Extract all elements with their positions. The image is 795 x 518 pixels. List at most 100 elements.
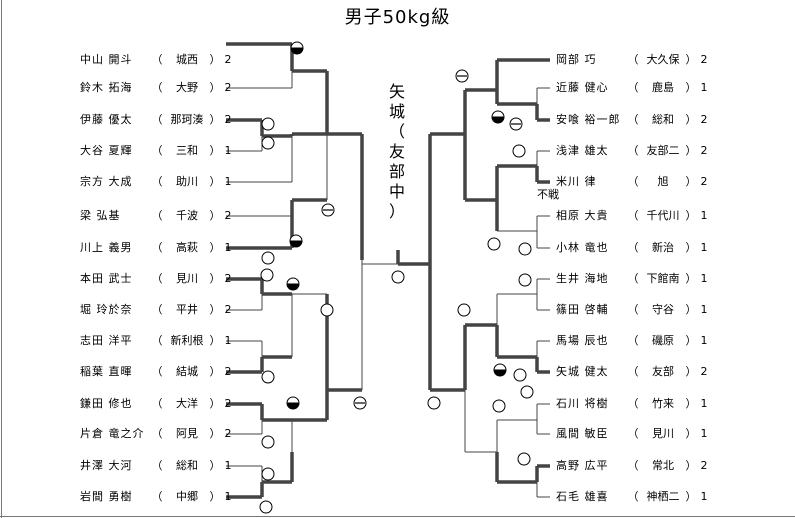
club-name: 下館南	[646, 272, 680, 285]
paren-open: （	[627, 209, 639, 222]
paren-open: （	[151, 427, 163, 440]
paren-open: （	[627, 397, 639, 410]
paren-open: （	[151, 241, 163, 254]
club-name: 見川	[652, 427, 674, 440]
score: 2	[700, 144, 708, 157]
club-name: 助川	[176, 175, 198, 188]
paren-open: （	[627, 241, 639, 254]
paren-open: （	[627, 175, 639, 188]
paren-open: （	[151, 459, 163, 472]
paren-close: ）	[685, 272, 697, 285]
paren-open: （	[151, 113, 163, 126]
paren-open: （	[151, 490, 163, 503]
white-circle-icon	[261, 251, 275, 265]
club-name: 新利根	[170, 334, 204, 347]
page-border-left	[1, 0, 2, 518]
paren-close: ）	[209, 303, 221, 316]
white-circle-icon	[261, 467, 275, 481]
club-name: 阿見	[176, 427, 198, 440]
score: 2	[224, 365, 232, 378]
score: 2	[224, 53, 232, 66]
paren-close: ）	[685, 241, 697, 254]
paren-close: ）	[685, 427, 697, 440]
score: 1	[224, 241, 232, 254]
paren-close: ）	[685, 365, 697, 378]
paren-close: ）	[209, 113, 221, 126]
white-circle-icon	[260, 268, 274, 282]
athlete-name: 本田 武士	[80, 272, 133, 285]
half-black-circle-icon	[493, 363, 507, 377]
score: 1	[700, 490, 708, 503]
score: 1	[700, 303, 708, 316]
half-black-circle-icon	[286, 277, 300, 291]
score: 2	[700, 175, 708, 188]
club-name: 鹿島	[652, 81, 674, 94]
paren-open: （	[627, 81, 639, 94]
half-black-circle-icon	[290, 41, 304, 55]
athlete-name: 梁 弘基	[80, 209, 121, 222]
club-name: 見川	[176, 272, 198, 285]
circle-minus-icon	[321, 203, 335, 217]
champion-label: 矢 城 （ 友 部 中 ）	[386, 82, 408, 222]
club-name: 友部	[652, 365, 674, 378]
white-circle-icon	[427, 396, 441, 410]
score: 2	[224, 397, 232, 410]
paren-open: （	[151, 303, 163, 316]
champion-char: （	[388, 122, 405, 141]
club-name: 高萩	[176, 241, 198, 254]
champion-char: 城	[388, 102, 405, 121]
paren-open: （	[151, 334, 163, 347]
score: 2	[224, 303, 232, 316]
score: 2	[700, 365, 708, 378]
paren-close: ）	[209, 81, 221, 94]
athlete-name: 片倉 竜之介	[80, 427, 145, 440]
white-circle-icon	[320, 303, 334, 317]
club-name: 新治	[652, 241, 674, 254]
athlete-name: 馬場 辰也	[556, 334, 609, 347]
athlete-name: 相原 大貴	[556, 209, 609, 222]
score: 2	[224, 427, 232, 440]
athlete-name: 石川 将樹	[556, 397, 609, 410]
athlete-name: 大谷 夏輝	[80, 144, 133, 157]
paren-open: （	[151, 365, 163, 378]
athlete-name: 稲葉 直暉	[80, 365, 133, 378]
white-circle-icon	[518, 242, 532, 256]
club-name: 三和	[176, 144, 198, 157]
paren-open: （	[151, 272, 163, 285]
score: 1	[224, 490, 232, 503]
champion-char: 友	[388, 142, 405, 161]
athlete-name: 矢城 健太	[556, 365, 609, 378]
athlete-name: 岩間 勇樹	[80, 490, 133, 503]
club-name: 総和	[176, 459, 198, 472]
paren-close: ）	[685, 144, 697, 157]
athlete-name: 伊藤 優太	[80, 113, 133, 126]
paren-open: （	[151, 144, 163, 157]
club-name: 結城	[176, 365, 198, 378]
athlete-name: 小林 竜也	[556, 241, 609, 254]
bracket-title: 男子50kg級	[344, 7, 451, 28]
paren-close: ）	[685, 459, 697, 472]
athlete-name: 志田 洋平	[80, 334, 133, 347]
club-name: 総和	[652, 113, 674, 126]
club-name: 大洋	[176, 397, 198, 410]
athlete-name: 鈴木 拓海	[80, 81, 133, 94]
paren-close: ）	[685, 334, 697, 347]
athlete-name: 生井 海地	[556, 272, 609, 285]
paren-close: ）	[685, 81, 697, 94]
default-win-note: 不戦	[537, 188, 559, 201]
white-circle-icon	[513, 368, 527, 382]
paren-close: ）	[209, 53, 221, 66]
score: 1	[700, 81, 708, 94]
paren-open: （	[627, 113, 639, 126]
white-circle-icon	[457, 303, 471, 317]
paren-open: （	[627, 303, 639, 316]
paren-open: （	[627, 427, 639, 440]
score: 2	[224, 113, 232, 126]
athlete-name: 石毛 雄喜	[556, 490, 609, 503]
athlete-name: 篠田 啓輔	[556, 303, 609, 316]
athlete-name: 堀 玲於奈	[80, 303, 133, 316]
paren-close: ）	[685, 397, 697, 410]
paren-close: ）	[209, 272, 221, 285]
athlete-name: 高野 広平	[556, 459, 609, 472]
